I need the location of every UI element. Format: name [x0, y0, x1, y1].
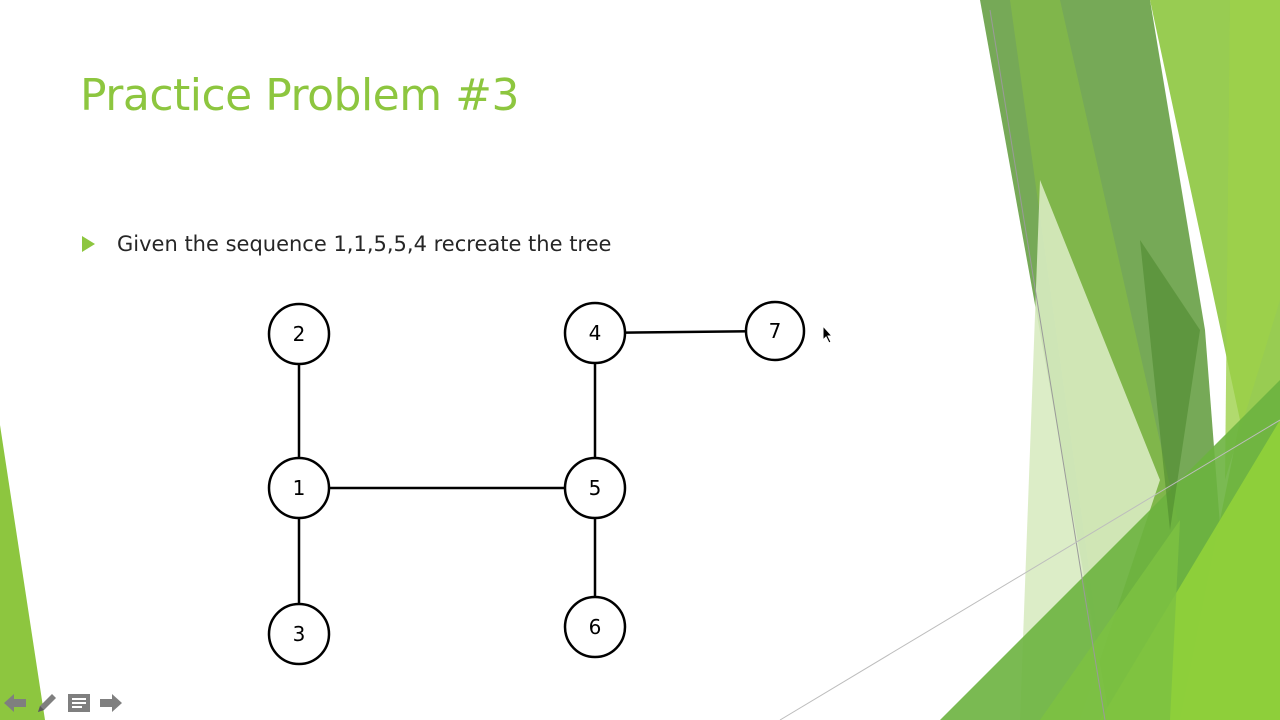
mouse-cursor-icon — [822, 324, 834, 349]
tree-node-circle — [267, 302, 331, 366]
tree-node-label: 5 — [589, 476, 602, 500]
pen-icon[interactable] — [34, 690, 60, 716]
tree-node-5: 5 — [563, 456, 627, 520]
tree-node-3: 3 — [267, 602, 331, 666]
slide-menu-icon[interactable] — [66, 690, 92, 716]
slide-title: Practice Problem #3 — [80, 70, 519, 121]
tree-node-circle — [563, 595, 627, 659]
bullet-text: Given the sequence 1,1,5,5,4 recreate th… — [117, 232, 612, 256]
tree-node-circle — [563, 301, 627, 365]
tree-node-label: 3 — [293, 622, 306, 646]
tree-node-circle — [744, 300, 806, 362]
tree-node-label: 2 — [293, 322, 306, 346]
next-slide-icon[interactable] — [98, 690, 124, 716]
bullet-item: Given the sequence 1,1,5,5,4 recreate th… — [82, 232, 611, 256]
slideshow-controls — [2, 690, 124, 716]
bullet-triangle-icon — [82, 236, 95, 252]
tree-node-6: 6 — [563, 595, 627, 659]
tree-node-circle — [563, 456, 627, 520]
tree-node-label: 6 — [589, 615, 602, 639]
tree-node-4: 4 — [563, 301, 627, 365]
tree-node-label: 4 — [589, 321, 602, 345]
tree-node-label: 1 — [293, 476, 306, 500]
tree-node-label: 7 — [769, 319, 782, 343]
tree-node-2: 2 — [267, 302, 331, 366]
previous-slide-icon[interactable] — [2, 690, 28, 716]
tree-node-circle — [267, 456, 331, 520]
tree-node-7: 7 — [744, 300, 806, 362]
tree-node-1: 1 — [267, 456, 331, 520]
tree-node-circle — [267, 602, 331, 666]
